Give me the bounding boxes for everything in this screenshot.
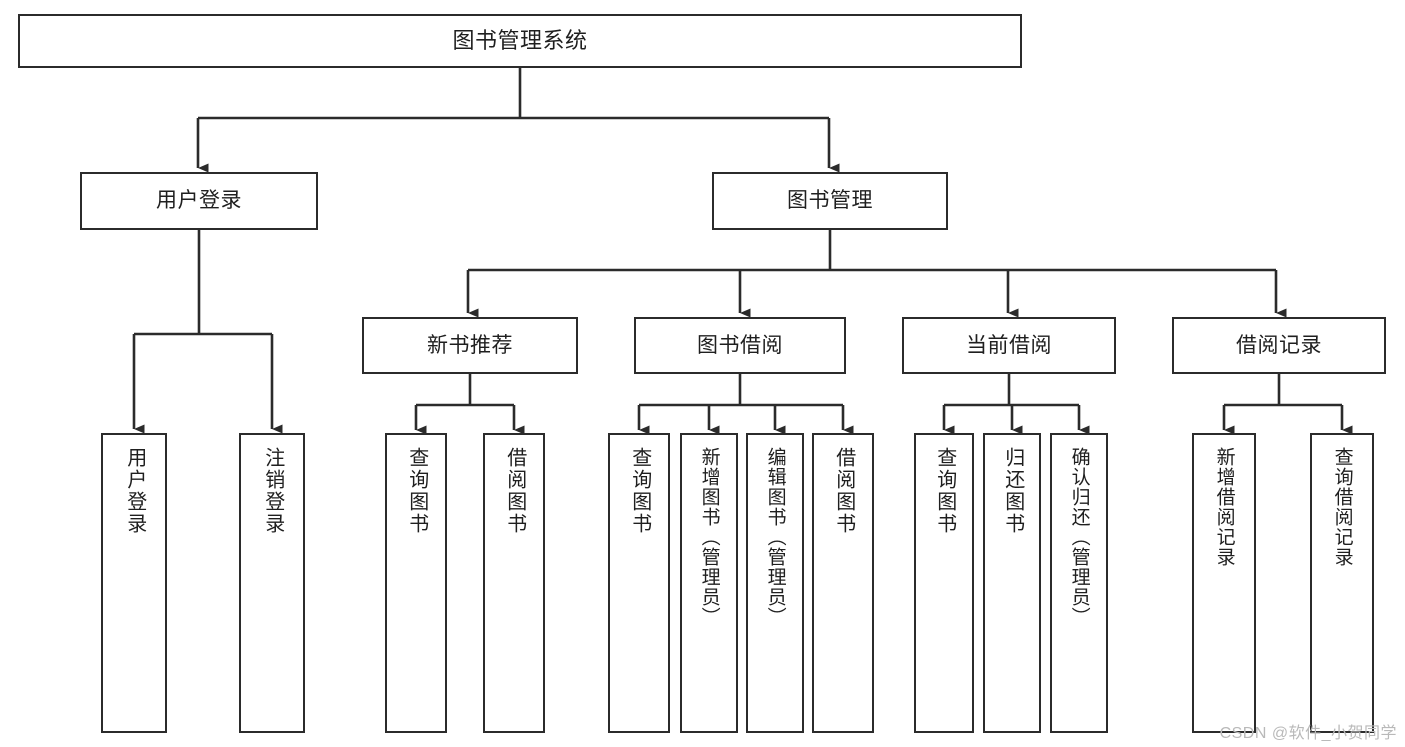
node-label: 编辑图书（管理员） bbox=[764, 447, 786, 627]
node-label: 归还图书 bbox=[1001, 447, 1024, 535]
leaf-add-book-admin[interactable]: 新增图书（管理员） bbox=[680, 433, 738, 733]
node-new-book-recommend[interactable]: 新书推荐 bbox=[362, 317, 578, 374]
node-root-system[interactable]: 图书管理系统 bbox=[18, 14, 1022, 68]
node-label: 用户登录 bbox=[123, 447, 146, 535]
node-label: 用户登录 bbox=[156, 189, 242, 213]
node-label: 新书推荐 bbox=[427, 333, 513, 357]
leaf-edit-book-admin[interactable]: 编辑图书（管理员） bbox=[746, 433, 804, 733]
leaf-logout[interactable]: 注销登录 bbox=[239, 433, 305, 733]
leaf-add-borrow-record[interactable]: 新增借阅记录 bbox=[1192, 433, 1256, 733]
node-label: 图书管理 bbox=[787, 189, 873, 213]
leaf-query-book-newbook[interactable]: 查询图书 bbox=[385, 433, 447, 733]
node-label: 查询图书 bbox=[405, 447, 428, 535]
node-label: 图书借阅 bbox=[697, 333, 783, 357]
node-label: 借阅记录 bbox=[1236, 333, 1322, 357]
node-label: 查询图书 bbox=[628, 447, 651, 535]
node-current-borrow[interactable]: 当前借阅 bbox=[902, 317, 1116, 374]
leaf-confirm-return-admin[interactable]: 确认归还（管理员） bbox=[1050, 433, 1108, 733]
node-label: 新增图书（管理员） bbox=[698, 447, 720, 627]
node-label: 新增借阅记录 bbox=[1213, 447, 1235, 567]
leaf-query-book-borrow[interactable]: 查询图书 bbox=[608, 433, 670, 733]
node-label: 借阅图书 bbox=[832, 447, 855, 535]
node-label: 查询图书 bbox=[933, 447, 956, 535]
node-label: 借阅图书 bbox=[503, 447, 526, 535]
node-user-login[interactable]: 用户登录 bbox=[80, 172, 318, 230]
node-borrow-records[interactable]: 借阅记录 bbox=[1172, 317, 1386, 374]
leaf-borrow-book[interactable]: 借阅图书 bbox=[812, 433, 874, 733]
leaf-query-borrow-record[interactable]: 查询借阅记录 bbox=[1310, 433, 1374, 733]
node-book-borrow[interactable]: 图书借阅 bbox=[634, 317, 846, 374]
leaf-return-book[interactable]: 归还图书 bbox=[983, 433, 1041, 733]
node-label: 图书管理系统 bbox=[452, 27, 588, 53]
node-label: 注销登录 bbox=[261, 447, 284, 535]
node-label: 当前借阅 bbox=[966, 333, 1052, 357]
node-label: 查询借阅记录 bbox=[1331, 447, 1353, 567]
leaf-borrow-book-newbook[interactable]: 借阅图书 bbox=[483, 433, 545, 733]
node-label: 确认归还（管理员） bbox=[1068, 447, 1090, 627]
leaf-user-login[interactable]: 用户登录 bbox=[101, 433, 167, 733]
leaf-query-book-current[interactable]: 查询图书 bbox=[914, 433, 974, 733]
csdn-watermark: CSDN @软件_小贺同学 bbox=[1219, 725, 1397, 742]
node-book-management[interactable]: 图书管理 bbox=[712, 172, 948, 230]
